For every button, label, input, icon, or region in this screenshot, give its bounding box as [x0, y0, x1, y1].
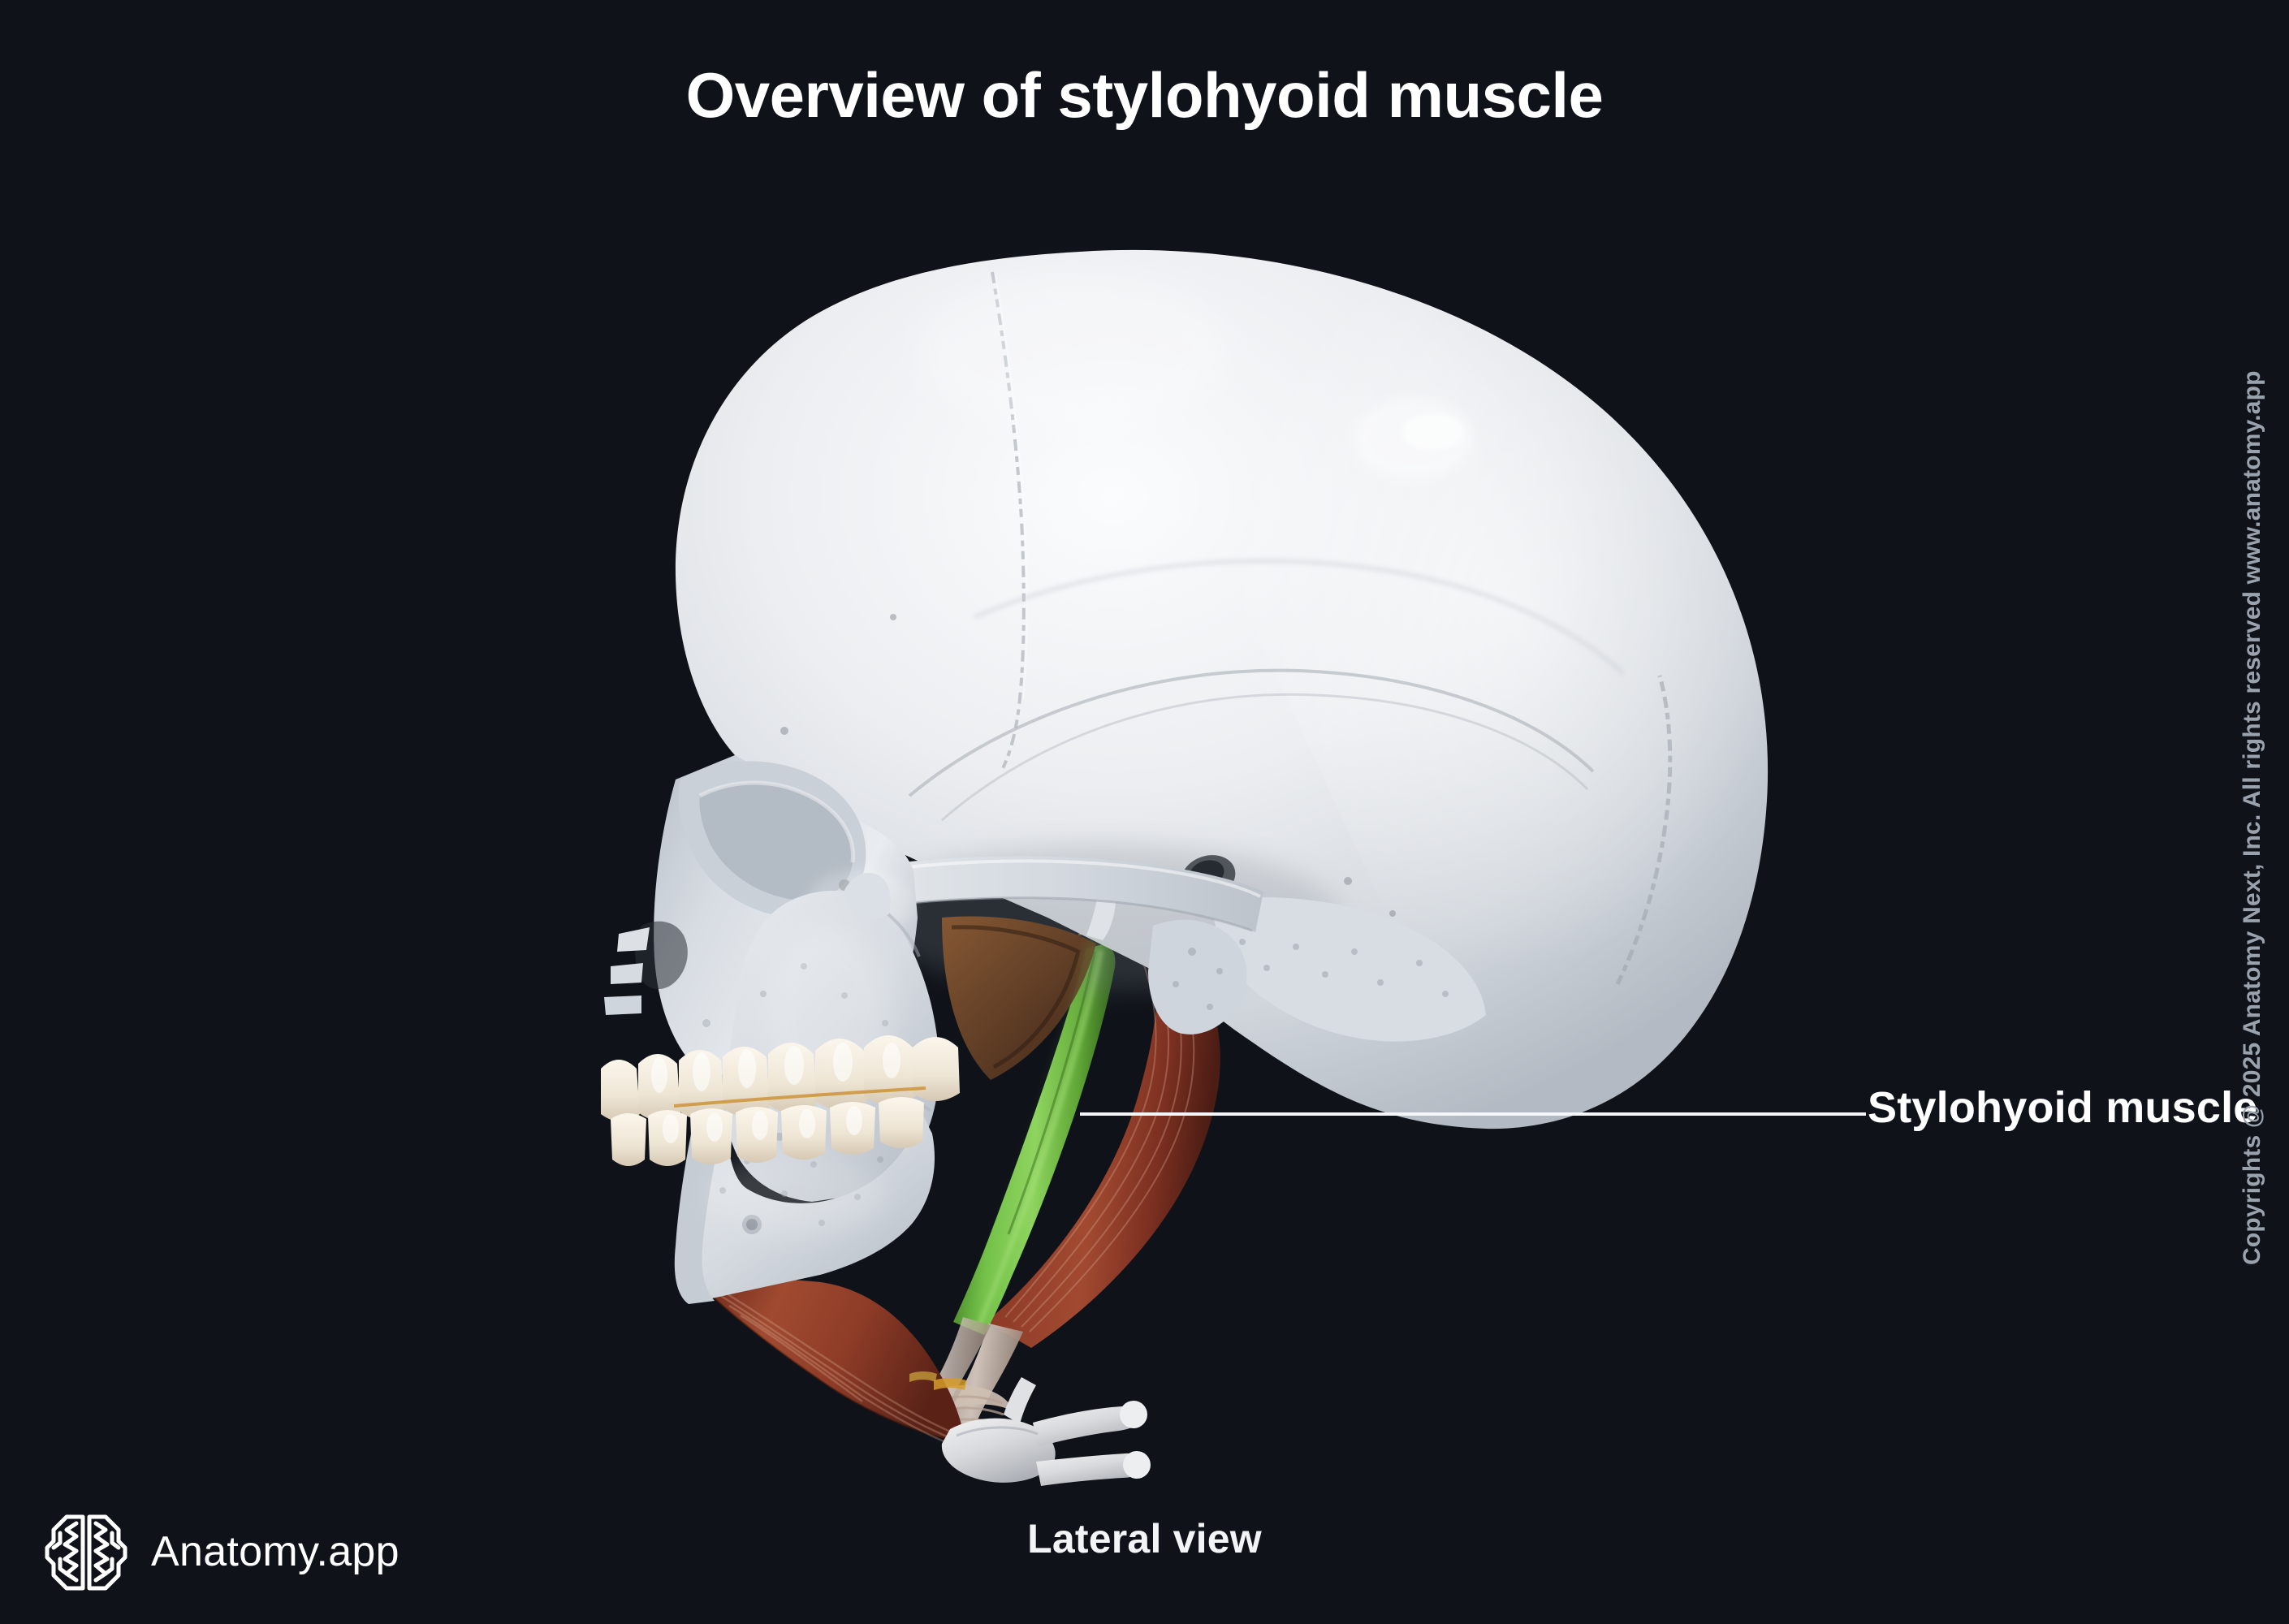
annotation-label-stylohyoid-muscle: Stylohyoid muscle: [1868, 1083, 2258, 1132]
annotation-leader-line: [1080, 1112, 1866, 1116]
teeth: [601, 1035, 960, 1166]
brand-name: Anatomy.app: [151, 1528, 399, 1575]
copyright-notice: Copyrights @ 2025 Anatomy Next, Inc. All…: [2239, 370, 2265, 1265]
brain-icon: [45, 1514, 127, 1591]
view-caption: Lateral view: [1027, 1516, 1262, 1561]
page-title: Overview of stylohyoid muscle: [685, 59, 1604, 131]
brand-logo: Anatomy.app: [42, 1509, 399, 1595]
hyoid-bone: [941, 1377, 1151, 1486]
infratemporal-fossa: [942, 916, 1096, 1080]
stylohyoid-glow: [965, 939, 1105, 1330]
digastric-anterior-belly: [702, 1279, 966, 1447]
